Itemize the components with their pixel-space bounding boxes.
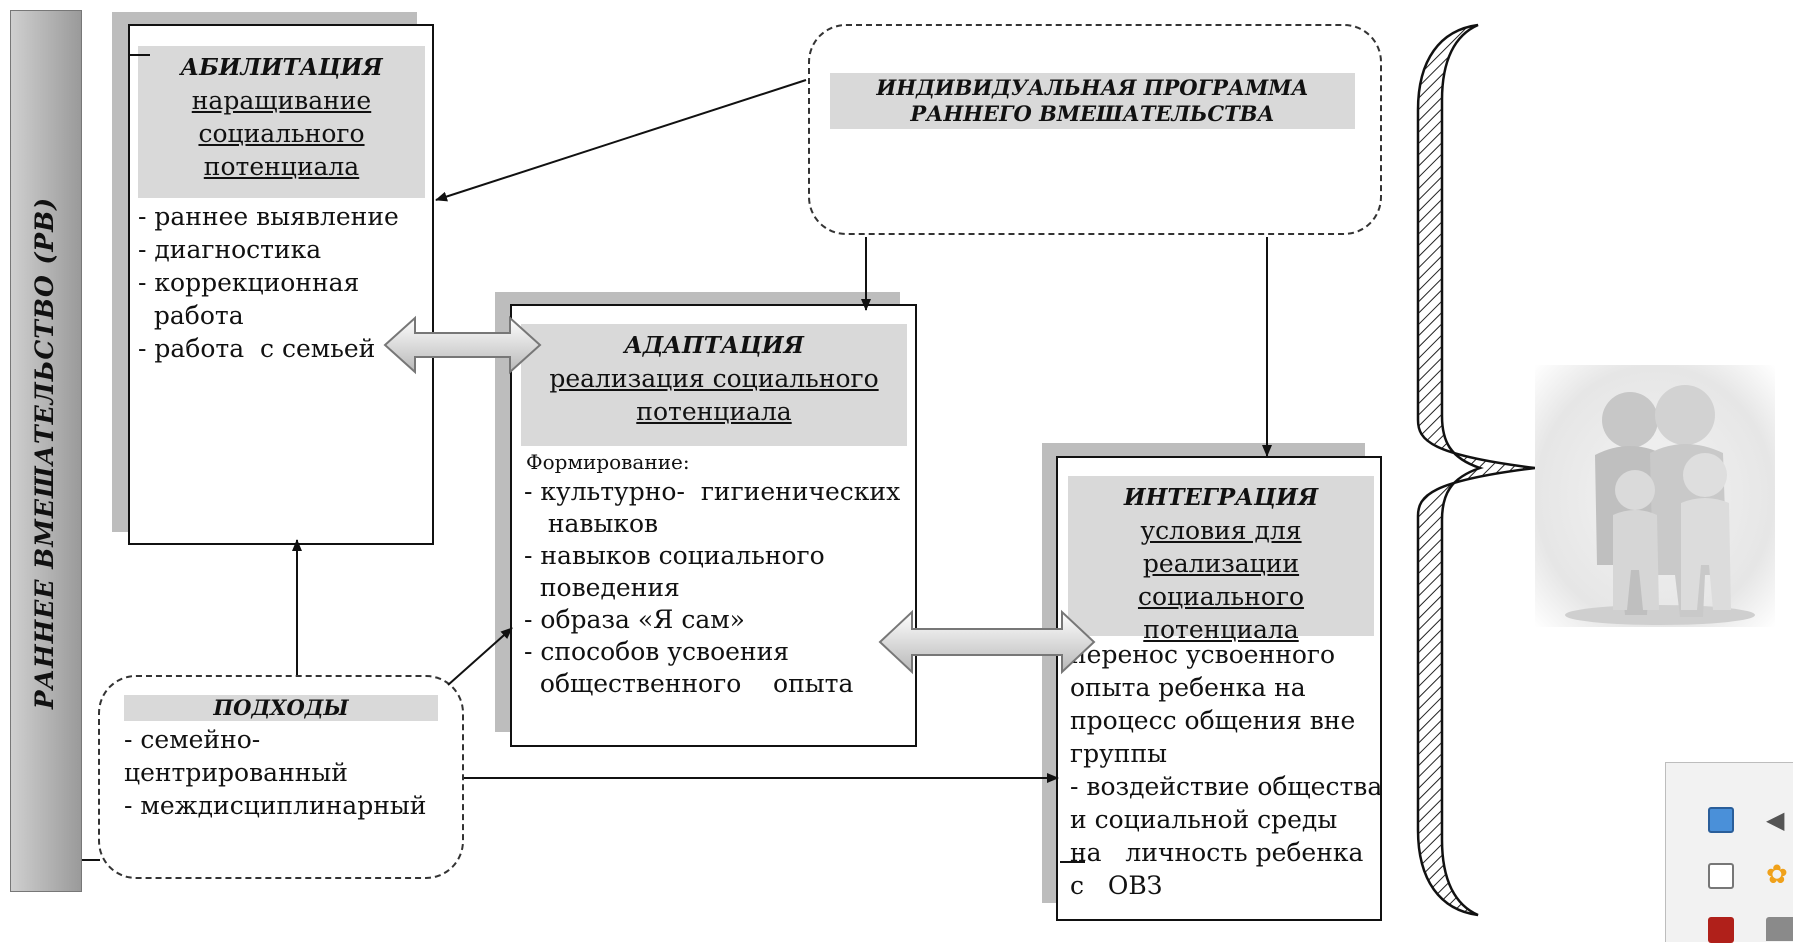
arrow-program-to-habilitation (435, 79, 807, 202)
adaptation-box: АДАПТАЦИЯ реализация социального потенци… (510, 304, 917, 747)
habilitation-subtitle-2: социального (198, 119, 365, 148)
habilitation-items: - раннее выявление - диагностика - корре… (138, 202, 399, 363)
integration-title: ИНТЕГРАЦИЯ (1123, 484, 1319, 511)
habilitation-subtitle-3: потенциала (203, 152, 360, 181)
adaptation-subtitle-2: потенциала (636, 397, 792, 426)
habilitation-title: АБИЛИТАЦИЯ (180, 54, 383, 81)
program-box: ИНДИВИДУАЛЬНАЯ ПРОГРАММА РАННЕГО ВМЕШАТЕ… (808, 24, 1382, 235)
integration-box: ИНТЕГРАЦИЯ условия для реализации социал… (1056, 456, 1382, 921)
left-bar: РАННЕЕ ВМЕШАТЕЛЬСТВО (РВ) (10, 10, 82, 892)
integration-subtitle-1: условия для реализации (1140, 516, 1302, 578)
approaches-items: - семейно- центрированный - междисциплин… (124, 725, 427, 820)
flower-tray-icon[interactable]: ✿ (1766, 860, 1788, 890)
adaptation-header: АДАПТАЦИЯ реализация социального потенци… (521, 324, 907, 446)
speaker-tray-icon[interactable]: ◀ (1766, 806, 1785, 834)
integration-items: перенос усвоенного опыта ребенка на проц… (1070, 640, 1383, 900)
integration-header: ИНТЕГРАЦИЯ условия для реализации социал… (1068, 476, 1374, 644)
map-tray-icon[interactable] (1708, 807, 1734, 833)
tray-popup: ◀ ✿ (1665, 762, 1793, 943)
adaptation-items: - культурно- гигиенических навыков - нав… (524, 477, 901, 698)
habilitation-box: АБИЛИТАЦИЯ наращивание социального потен… (128, 24, 434, 545)
approaches-box: ПОДХОДЫ - семейно- центрированный - межд… (98, 675, 464, 879)
adaptation-title: АДАПТАЦИЯ (624, 332, 804, 359)
double-arrow-habilitation-adaptation (383, 315, 542, 375)
tools-tray-icon[interactable] (1708, 863, 1734, 889)
program-header: ИНДИВИДУАЛЬНАЯ ПРОГРАММА РАННЕГО ВМЕШАТЕ… (830, 73, 1355, 129)
adaptation-subtitle-1: реализация социального (549, 364, 879, 393)
adaptation-lead: Формирование: (526, 450, 690, 474)
family-figures-icon (1535, 365, 1775, 627)
pdf-tray-icon[interactable] (1708, 917, 1734, 943)
approaches-title: ПОДХОДЫ (213, 695, 349, 720)
habilitation-header: АБИЛИТАЦИЯ наращивание социального потен… (138, 46, 425, 198)
printer-tray-icon[interactable] (1766, 917, 1793, 941)
brace-icon (1416, 23, 1536, 917)
habilitation-subtitle-1: наращивание (191, 86, 372, 115)
program-title-2: РАННЕГО ВМЕШАТЕЛЬСТВА (910, 101, 1275, 126)
integration-subtitle-3: потенциала (1143, 615, 1299, 644)
double-arrow-adaptation-integration (878, 609, 1096, 675)
arrow-approaches-to-adaptation (447, 627, 513, 686)
approaches-header: ПОДХОДЫ (124, 695, 438, 721)
integration-subtitle-2: социального (1137, 582, 1305, 611)
program-title-1: ИНДИВИДУАЛЬНАЯ ПРОГРАММА (876, 75, 1309, 100)
